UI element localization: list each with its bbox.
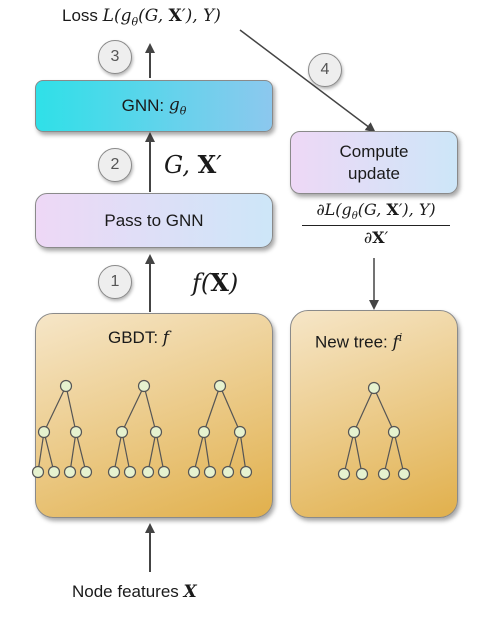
step-4-badge: 4 bbox=[308, 53, 342, 87]
new-tree-box: New tree: fi bbox=[290, 310, 458, 518]
arrow-loss-to-compute bbox=[239, 29, 376, 133]
fraction-bar bbox=[302, 225, 450, 227]
fx-label: f(X) bbox=[192, 268, 239, 297]
gbdt-box: GBDT: f bbox=[35, 313, 273, 518]
gradient-fraction: ∂L(gθ(G, X′), Y) ∂X′ bbox=[300, 200, 452, 247]
graph-input-label: G, X′ bbox=[164, 150, 222, 179]
gbdt-label: GBDT: f bbox=[108, 328, 170, 348]
compute-update-box: Compute update bbox=[290, 131, 458, 194]
gnn-box: GNN: gθ bbox=[35, 80, 273, 132]
pass-to-gnn-box: Pass to GNN bbox=[35, 193, 273, 248]
pass-to-gnn-label: Pass to GNN bbox=[104, 210, 204, 230]
loss-expression: L(gθ(G, X′), Y) bbox=[102, 6, 221, 29]
gradient-numerator: ∂L(gθ(G, X′), Y) bbox=[316, 200, 436, 223]
gradient-denominator: ∂X′ bbox=[363, 228, 389, 248]
step-1-badge: 1 bbox=[98, 265, 132, 299]
gnn-box-label: GNN: bbox=[121, 96, 169, 115]
step-3-badge: 3 bbox=[98, 40, 132, 74]
gnn-symbol: gθ bbox=[168, 94, 187, 118]
loss-label: Loss L(gθ(G, X′), Y) bbox=[62, 6, 221, 28]
step-2-badge: 2 bbox=[98, 148, 132, 182]
compute-line-1: Compute bbox=[339, 141, 409, 161]
compute-line-2: update bbox=[348, 163, 400, 183]
node-features-label: Node features X bbox=[72, 582, 197, 602]
loss-prefix: Loss bbox=[62, 6, 98, 25]
new-tree-label: New tree: fi bbox=[315, 331, 403, 353]
